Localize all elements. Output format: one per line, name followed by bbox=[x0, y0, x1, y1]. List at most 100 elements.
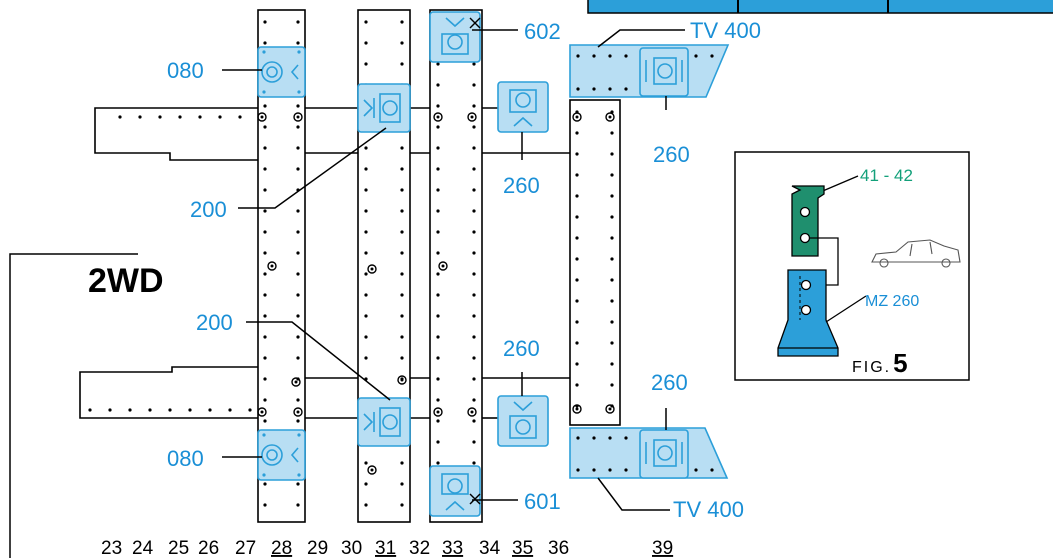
hole bbox=[472, 62, 476, 66]
hole bbox=[575, 320, 579, 324]
fig-number: 5 bbox=[893, 348, 909, 378]
hole bbox=[575, 173, 579, 177]
hole bbox=[592, 54, 596, 58]
column-number-29: 29 bbox=[307, 538, 328, 558]
label-601: 601 bbox=[524, 489, 561, 514]
hole bbox=[472, 377, 476, 381]
hole bbox=[364, 167, 368, 171]
hole bbox=[198, 115, 202, 119]
hole bbox=[400, 230, 404, 234]
fixtures bbox=[257, 11, 689, 517]
hole bbox=[400, 188, 404, 192]
hole bbox=[364, 356, 368, 360]
hole bbox=[694, 468, 698, 472]
pin-hole bbox=[270, 264, 274, 268]
hole bbox=[208, 408, 212, 412]
hole bbox=[472, 272, 476, 276]
hole bbox=[436, 293, 440, 297]
hole bbox=[364, 335, 368, 339]
column-number-25: 25 bbox=[168, 538, 189, 558]
fig-caption: FIG.5 bbox=[852, 348, 910, 378]
label-260-d: 260 bbox=[651, 370, 688, 395]
hole bbox=[436, 314, 440, 318]
column-number-39: 39 bbox=[652, 538, 673, 558]
hole bbox=[296, 146, 300, 150]
hole bbox=[364, 293, 368, 297]
inset-frame bbox=[734, 151, 970, 381]
hole bbox=[400, 335, 404, 339]
two-wd-bracket bbox=[9, 253, 138, 558]
pin-hole bbox=[572, 404, 582, 414]
hole bbox=[436, 230, 440, 234]
pin-hole bbox=[294, 380, 298, 384]
hole bbox=[296, 104, 300, 108]
hole bbox=[138, 115, 142, 119]
pin-hole bbox=[370, 267, 374, 271]
hole bbox=[436, 335, 440, 339]
hole bbox=[592, 87, 596, 91]
hole bbox=[472, 314, 476, 318]
hole bbox=[364, 461, 368, 465]
label-260-b: 260 bbox=[503, 336, 540, 361]
lower-rail bbox=[79, 366, 258, 419]
fixture-200-bottom bbox=[357, 397, 411, 447]
hole bbox=[263, 419, 267, 423]
hole bbox=[576, 436, 580, 440]
strip-33 bbox=[429, 9, 483, 523]
hole bbox=[400, 146, 404, 150]
fig-prefix: FIG. bbox=[852, 359, 891, 376]
pin-hole bbox=[575, 115, 579, 119]
hole bbox=[575, 257, 579, 261]
fixture-602 bbox=[429, 11, 481, 63]
hole bbox=[400, 41, 404, 45]
column-number-34: 34 bbox=[479, 538, 501, 558]
hole bbox=[436, 419, 440, 423]
hole bbox=[296, 41, 300, 45]
hole bbox=[400, 251, 404, 255]
hole bbox=[575, 362, 579, 366]
hole bbox=[178, 115, 182, 119]
hole bbox=[108, 408, 112, 412]
hole bbox=[575, 236, 579, 240]
upper-rail bbox=[94, 107, 258, 161]
label-tv400-top: TV 400 bbox=[690, 18, 761, 43]
hole bbox=[472, 356, 476, 360]
pin-hole bbox=[260, 410, 264, 414]
pin-hole bbox=[608, 407, 612, 411]
hole bbox=[575, 299, 579, 303]
pin-hole bbox=[470, 410, 474, 414]
pin-hole bbox=[367, 264, 377, 274]
hole bbox=[436, 62, 440, 66]
hole bbox=[263, 20, 267, 24]
label-2wd: 2WD bbox=[88, 262, 164, 300]
hole bbox=[400, 62, 404, 66]
hole bbox=[364, 188, 368, 192]
hole bbox=[472, 209, 476, 213]
pin-hole bbox=[608, 115, 612, 119]
pin-hole bbox=[257, 112, 267, 122]
hole bbox=[624, 87, 628, 91]
pin-hole bbox=[605, 404, 615, 414]
column-number-24: 24 bbox=[132, 538, 154, 558]
hole bbox=[400, 356, 404, 360]
hole bbox=[263, 251, 267, 255]
hole bbox=[610, 320, 614, 324]
hole bbox=[610, 173, 614, 177]
fixture-200-top bbox=[357, 83, 411, 133]
hole bbox=[296, 398, 300, 402]
fixture-260-c bbox=[639, 47, 689, 97]
hole bbox=[296, 209, 300, 213]
hole bbox=[575, 383, 579, 387]
hole bbox=[263, 167, 267, 171]
hole bbox=[263, 230, 267, 234]
label-260-a: 260 bbox=[503, 173, 540, 198]
hole bbox=[610, 215, 614, 219]
hole bbox=[436, 398, 440, 402]
hole bbox=[575, 278, 579, 282]
hole bbox=[436, 461, 440, 465]
hole bbox=[610, 299, 614, 303]
pin-hole bbox=[467, 407, 477, 417]
hole bbox=[576, 87, 580, 91]
pin-hole bbox=[267, 261, 277, 271]
hole bbox=[364, 209, 368, 213]
